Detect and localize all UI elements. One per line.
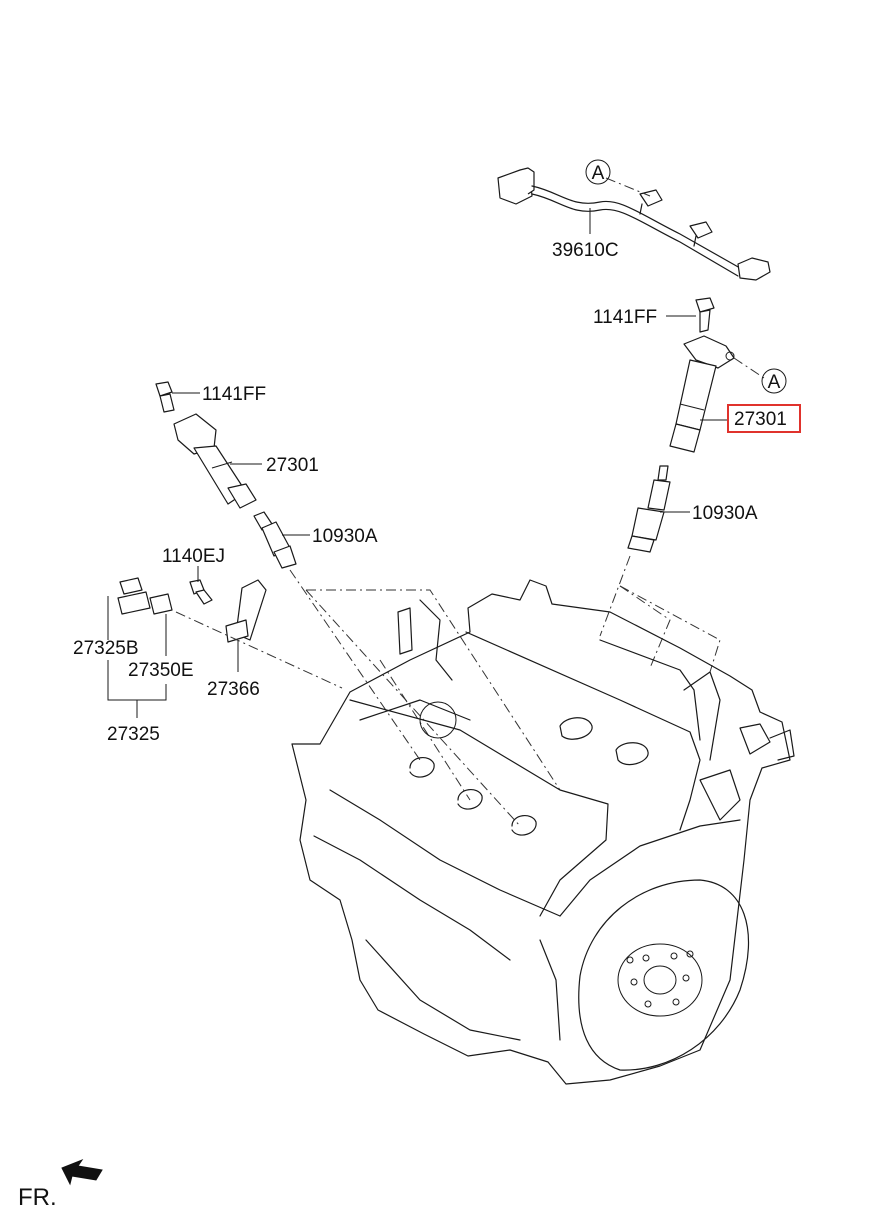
harness-a-dashline — [605, 177, 651, 197]
label-27366[interactable]: 27366 — [207, 679, 260, 700]
coil-a-dashline — [733, 357, 765, 379]
circle-a-coil-label: A — [768, 372, 781, 393]
spark-plug-left[interactable] — [253, 511, 297, 569]
circle-a-coil: A — [761, 368, 787, 394]
wire-harness[interactable] — [497, 167, 771, 281]
bolt-sensor[interactable] — [189, 579, 213, 605]
label-27325[interactable]: 27325 — [107, 724, 160, 745]
spark-plug-right[interactable] — [627, 465, 671, 553]
label-27350e[interactable]: 27350E — [128, 660, 194, 681]
highlight-box-27301 — [727, 404, 801, 433]
engine-block — [291, 579, 795, 1085]
ignition-coil-right[interactable] — [669, 335, 735, 453]
label-27301-right[interactable]: 27301 — [734, 409, 787, 430]
bolt-right[interactable] — [695, 297, 715, 333]
sensor-connector[interactable] — [117, 577, 173, 615]
projection-lines — [289, 569, 721, 827]
plug-right-dashline — [599, 555, 631, 637]
circle-a-top: A — [585, 159, 611, 185]
ignition-coil-left[interactable] — [173, 413, 257, 509]
front-marker: FR. — [18, 1158, 103, 1211]
label-27301-left[interactable]: 27301 — [266, 455, 319, 476]
label-10930a-left[interactable]: 10930A — [312, 526, 378, 547]
front-arrow-icon — [61, 1158, 103, 1186]
flywheel — [578, 879, 750, 1071]
label-27325b[interactable]: 27325B — [73, 638, 139, 659]
label-1141ff-right[interactable]: 1141FF — [593, 307, 657, 328]
label-1141ff-left[interactable]: 1141FF — [202, 384, 266, 405]
sensor-bracket[interactable] — [225, 579, 267, 672]
sensor-dashline — [175, 611, 343, 689]
label-39610c[interactable]: 39610C — [552, 240, 619, 261]
label-1140ej[interactable]: 1140EJ — [162, 546, 225, 567]
label-fr: FR. — [18, 1184, 57, 1211]
bolt-left[interactable] — [155, 381, 175, 413]
circle-a-top-label: A — [592, 163, 605, 184]
label-10930a-right[interactable]: 10930A — [692, 503, 758, 524]
